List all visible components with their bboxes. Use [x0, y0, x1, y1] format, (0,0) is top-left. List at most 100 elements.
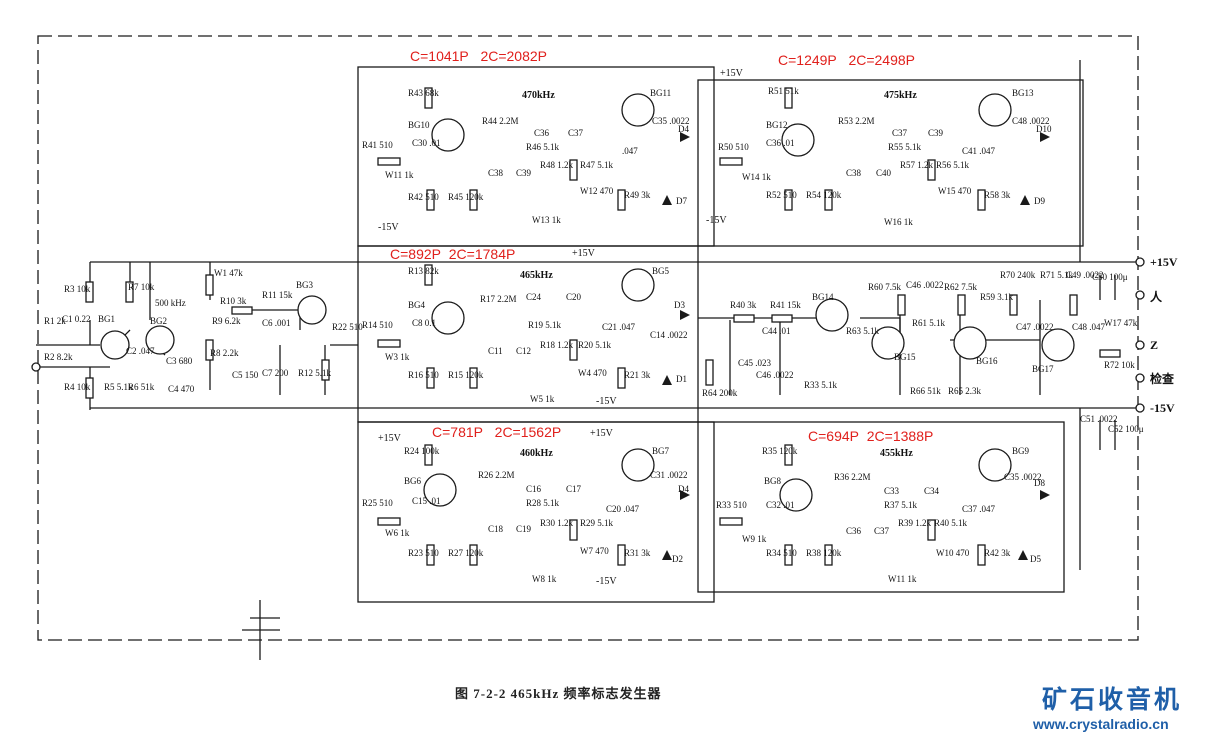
- component-label: R57 1.2k: [900, 160, 934, 170]
- rail-label-pos: +15V: [720, 68, 743, 79]
- component-label: R19 5.1k: [528, 320, 562, 330]
- component-label: W7 470: [580, 546, 609, 556]
- component-label: C46 .0022: [756, 370, 794, 380]
- component-label: W16 1k: [884, 217, 913, 227]
- component-label: BG10: [408, 120, 430, 130]
- component-label: R42 3k: [984, 548, 1011, 558]
- component-label: R59 3.1k: [980, 292, 1014, 302]
- component-label: C48 .047: [1072, 322, 1106, 332]
- component-label: R39 1.2k: [898, 518, 932, 528]
- component-label: BG11: [650, 88, 672, 98]
- component-label: BG15: [894, 352, 916, 362]
- component-label: W11 1k: [385, 170, 414, 180]
- component-label: C47 .0022: [1016, 322, 1054, 332]
- component-label: C34: [924, 486, 940, 496]
- terminal-check: [1135, 373, 1145, 383]
- component-label: C36: [846, 526, 862, 536]
- component-label: C21 .047: [602, 322, 636, 332]
- component-label: R28 5.1k: [526, 498, 560, 508]
- transistor-bg5: [621, 268, 655, 302]
- component-label: R29 5.1k: [580, 518, 614, 528]
- component-label: R21 3k: [624, 370, 651, 380]
- component-label: W6 1k: [385, 528, 410, 538]
- component-label: W11 1k: [888, 574, 917, 584]
- freq-label-top-right: 475kHz: [884, 90, 917, 101]
- component-label: R52 510: [766, 190, 797, 200]
- component-label: R37 5.1k: [884, 500, 918, 510]
- component-label: D3: [674, 300, 685, 310]
- component-label: C41 .047: [962, 146, 996, 156]
- block-frame-bottom-right: [697, 421, 1065, 593]
- component-label: C15 .01: [412, 496, 441, 506]
- freq-label-bottom-right: 455kHz: [880, 448, 913, 459]
- block-frame-top-right: [697, 79, 1084, 247]
- component-label: R5 5.1k: [104, 382, 133, 392]
- component-label: C5 150: [232, 370, 259, 380]
- component-label: R64 200k: [702, 388, 738, 398]
- annotation-c-top-left: C=1041P 2C=2082P: [410, 48, 548, 64]
- component-label: R40 5.1k: [934, 518, 968, 528]
- rail-label-neg: -15V: [706, 215, 727, 226]
- component-label: R31 3k: [624, 548, 651, 558]
- component-label: C38: [846, 168, 862, 178]
- component-label: BG8: [764, 476, 782, 486]
- component-label: C51 .0022: [1080, 414, 1118, 424]
- diode-d4: [680, 132, 690, 142]
- component-label: R12 5.1k: [298, 368, 332, 378]
- component-label: BG14: [812, 292, 834, 302]
- rail-label-neg: -15V: [378, 222, 399, 233]
- component-label: BG4: [408, 300, 426, 310]
- component-label: R6 51k: [128, 382, 155, 392]
- transistor-bg1: [100, 330, 130, 360]
- component-label: W5 1k: [530, 394, 555, 404]
- component-label: R23 510: [408, 548, 439, 558]
- component-label: R8 2.2k: [210, 348, 239, 358]
- component-label: R38 120k: [806, 548, 842, 558]
- component-label: C36 .01: [766, 138, 795, 148]
- component-label: R42 510: [408, 192, 439, 202]
- component-label: C44 .01: [762, 326, 791, 336]
- component-label: D7: [676, 196, 687, 206]
- transistor-bg8: [779, 478, 813, 512]
- component-label: C7 200: [262, 368, 289, 378]
- component-label: R50 510: [718, 142, 749, 152]
- diode-d9: [1020, 195, 1030, 205]
- transistor-bg7: [621, 448, 655, 482]
- rail-label-neg: -15V: [596, 396, 617, 407]
- terminal-label-check: 检查: [1150, 372, 1175, 386]
- component-label: C37: [568, 128, 584, 138]
- component-label: R60 7.5k: [868, 282, 902, 292]
- component-label: D4: [678, 124, 689, 134]
- component-label: R41 15k: [770, 300, 801, 310]
- component-label: D10: [1036, 124, 1052, 134]
- component-label: R34 510: [766, 548, 797, 558]
- component-label: C38: [488, 168, 504, 178]
- component-label: D8: [1034, 478, 1045, 488]
- component-label: R36 2.2M: [834, 472, 871, 482]
- component-label: BG16: [976, 356, 998, 366]
- component-label: R35 120k: [762, 446, 798, 456]
- component-label: W4 470: [578, 368, 607, 378]
- component-label: R20 5.1k: [578, 340, 612, 350]
- component-label: D1: [676, 374, 687, 384]
- component-label: R65 2.3k: [948, 386, 982, 396]
- component-label: R7 10k: [128, 282, 155, 292]
- component-label: R1 2k: [44, 316, 66, 326]
- component-label: BG1: [98, 314, 116, 324]
- diode-d10: [1040, 132, 1050, 142]
- component-label: R55 5.1k: [888, 142, 922, 152]
- component-label: C14 .0022: [650, 330, 688, 340]
- component-label: R62 7.5k: [944, 282, 978, 292]
- transistor-bg2: [145, 325, 175, 355]
- component-label: BG6: [404, 476, 422, 486]
- component-label: C48 .0022: [1012, 116, 1050, 126]
- terminal-label-neg: -15V: [1150, 401, 1175, 415]
- component-label: R26 2.2M: [478, 470, 515, 480]
- transistor-bg12: [781, 123, 815, 157]
- component-label: R13 82k: [408, 266, 439, 276]
- component-label: C20: [566, 292, 582, 302]
- component-label: C49 .0022: [1066, 270, 1104, 280]
- component-label: C3 680: [166, 356, 193, 366]
- component-label: C30 .01: [412, 138, 441, 148]
- component-label: R56 5.1k: [936, 160, 970, 170]
